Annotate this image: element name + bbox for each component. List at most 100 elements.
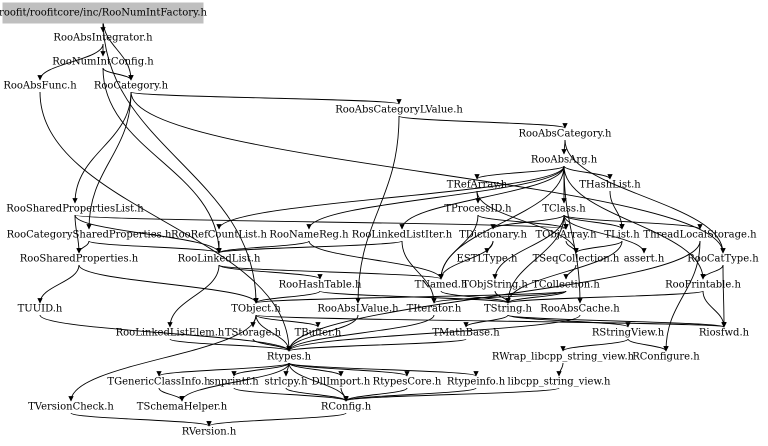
node-tseqcollection[interactable]: TSeqCollection.h [533,254,620,265]
node-tobjstring[interactable]: TObjString.h [462,280,528,291]
node-rtypescore[interactable]: RtypesCore.h [373,377,442,388]
node-roonamereg[interactable]: RooNameReg.h [269,230,349,241]
node-libcpp-string-view[interactable]: libcpp_string_view.h [508,377,611,388]
node-rooabscategorylvalue[interactable]: RooAbsCategoryLValue.h [335,105,463,116]
node-roocattype[interactable]: RooCatType.h [687,254,759,265]
node-roosharedproperties[interactable]: RooSharedProperties.h [20,254,139,265]
node-tmathbase[interactable]: TMathBase.h [432,328,500,339]
edge-roolinkedlist-to-tnamed [218,264,444,280]
node-tversioncheck[interactable]: TVersionCheck.h [28,402,114,413]
node-tobject[interactable]: TObject.h [231,304,281,315]
node-tdictionary[interactable]: TDictionary.h [459,230,527,241]
edge-tclass-to-tlist [563,214,625,230]
node-tuuid[interactable]: TUUID.h [18,304,63,315]
edge-roocategorysharedproperties-to-roolinkedlist [88,240,222,254]
node-rtypeinfo[interactable]: Rtypeinfo.h [447,377,506,388]
node-riosfwd[interactable]: Riosfwd.h [699,328,750,339]
node-roohashtable[interactable]: RooHashTable.h [279,280,362,291]
node-rooabscategory[interactable]: RooAbsCategory.h [518,129,612,140]
edge-roonamereg-to-roolinkedlist [216,240,310,254]
edge-tclass-to-tstring [505,214,565,304]
node-tstorage[interactable]: TStorage.h [225,328,282,339]
root-node-label: roofit/roofitcore/inc/RooNumIntFactory.h [0,8,208,19]
node-rversion[interactable]: RVersion.h [182,427,237,438]
edge-roolinkedlistiter-to-roolinkedlist [216,240,403,254]
node-assert[interactable]: assert.h [624,254,665,265]
node-roocategorysharedproperties[interactable]: RooCategorySharedProperties.h [7,230,172,241]
edge-rooabsfunc-to-rtypes [39,91,292,352]
edge-rtypes-to-rtypeinfo [288,362,479,377]
node-snprintf[interactable]: snprintf.h [209,377,259,388]
edge-snprintf-to-rconfig [233,387,349,402]
root-node[interactable]: roofit/roofitcore/inc/RooNumIntFactory.h [0,2,208,24]
edge-roocategory-to-roocategorysharedproperties [86,91,132,230]
node-tschemahelper[interactable]: TSchemaHelper.h [137,402,228,413]
edge-tprocessid-to-tobjarray [477,214,569,230]
edge-roolinkedlist-to-roolinkedlistelem [167,264,220,328]
node-rtypes[interactable]: Rtypes.h [267,352,312,363]
edge-root-to-roocategory [102,18,134,81]
node-rooprintable[interactable]: RooPrintable.h [665,280,741,291]
node-trefarray[interactable]: TRefArray.h [447,180,508,191]
edge-roosharedproperties-to-tobject [78,264,259,304]
edge-tobject-to-tversioncheck [68,314,257,402]
node-layer: roofit/roofitcore/inc/RooNumIntFactory.h… [0,2,759,438]
node-roonumintconfig[interactable]: RooNumIntConfig.h [52,57,154,68]
edge-tmathbase-to-rtypes [286,338,467,352]
node-rooabsarg[interactable]: RooAbsArg.h [531,155,598,166]
edge-rooabsarg-to-trefarray [474,165,565,180]
edge-rooprintable-to-tstring [505,290,704,304]
edge-rstringview-to-rwrap_libcpp_string_view [560,338,629,352]
node-tgenericclassinfo[interactable]: TGenericClassInfo.h [107,377,211,388]
node-tlist[interactable]: TList.h [604,230,640,241]
node-tbuffer[interactable]: TBuffer.h [295,328,342,339]
node-tprocessid[interactable]: TProcessID.h [444,204,512,215]
edge-layer [37,18,727,427]
node-rooabsintegrator[interactable]: RooAbsIntegrator.h [53,33,153,44]
edge-rtypes-to-tgenericclassinfo [156,362,290,377]
node-tobjarray[interactable]: TObjArray.h [535,230,597,241]
edge-tstring-to-tmathbase [463,314,509,328]
node-rooabsfunc[interactable]: RooAbsFunc.h [3,81,77,92]
node-threadlocalstorage[interactable]: ThreadLocalStorage.h [643,230,757,241]
edge-tgenericclassinfo-to-tschemahelper [158,387,185,402]
edge-roonamereg-to-tnamed [308,240,444,280]
edge-tuuid-to-rtypes [39,314,292,352]
node-rconfigure[interactable]: RConfigure.h [632,352,700,363]
node-roolinkedlistelem[interactable]: RooLinkedListElem.h [116,328,225,339]
edge-rooabscategorylvalue-to-rooabslvalue [355,115,400,304]
node-roolinkedlist[interactable]: RooLinkedList.h [178,254,261,265]
edge-roolinkedlist-to-roohashtable [218,264,323,280]
edge-tcollection-to-titerator [431,290,567,304]
edge-tcollection-to-tobject [253,290,567,304]
node-rwrap-libcpp-string-view[interactable]: RWrap_libcpp_string_view.h [492,352,635,363]
node-thashlist[interactable]: THashList.h [579,180,641,191]
node-tstring[interactable]: TString.h [484,304,533,315]
edge-roocattype-to-rooprintable [700,264,724,280]
node-tnamed[interactable]: TNamed.h [415,280,468,291]
node-titerator[interactable]: TIterator.h [407,304,462,315]
node-roorefcountlist[interactable]: RooRefCountList.h [171,230,267,241]
node-rconfig[interactable]: RConfig.h [321,402,372,413]
node-tcollection[interactable]: TCollection.h [532,280,600,291]
edge-tclass-to-threadlocalstorage [563,214,703,230]
node-roocategory[interactable]: RooCategory.h [94,81,169,92]
node-roolinkedlistiter[interactable]: RooLinkedListIter.h [352,230,453,241]
node-estltype[interactable]: ESTLType.h [457,254,518,265]
node-tclass[interactable]: TClass.h [542,204,586,215]
node-rooabslvalue[interactable]: RooAbsLValue.h [317,304,399,315]
edge-tdictionary-to-estltype [484,240,494,254]
edge-tlist-to-tstring [505,240,623,304]
node-roosharedpropertieslist[interactable]: RooSharedPropertiesList.h [6,204,144,215]
edge-rwrap_libcpp_string_view-to-libcpp_string_view [556,362,564,377]
edge-tclass-to-assert [563,214,647,254]
node-rooabscache[interactable]: RooAbsCache.h [540,304,620,315]
edge-rstringview-to-rconfigure [627,338,669,352]
node-strlcpy[interactable]: strlcpy.h [264,377,308,388]
node-dllimport[interactable]: DllImport.h [312,377,371,388]
edge-rooabsarg-to-roonamereg [306,165,565,230]
edge-tseqcollection-to-tcollection [563,264,577,280]
edge-rooabsarg-to-rooabscache [563,165,583,304]
node-rstringview[interactable]: RStringView.h [592,328,665,339]
